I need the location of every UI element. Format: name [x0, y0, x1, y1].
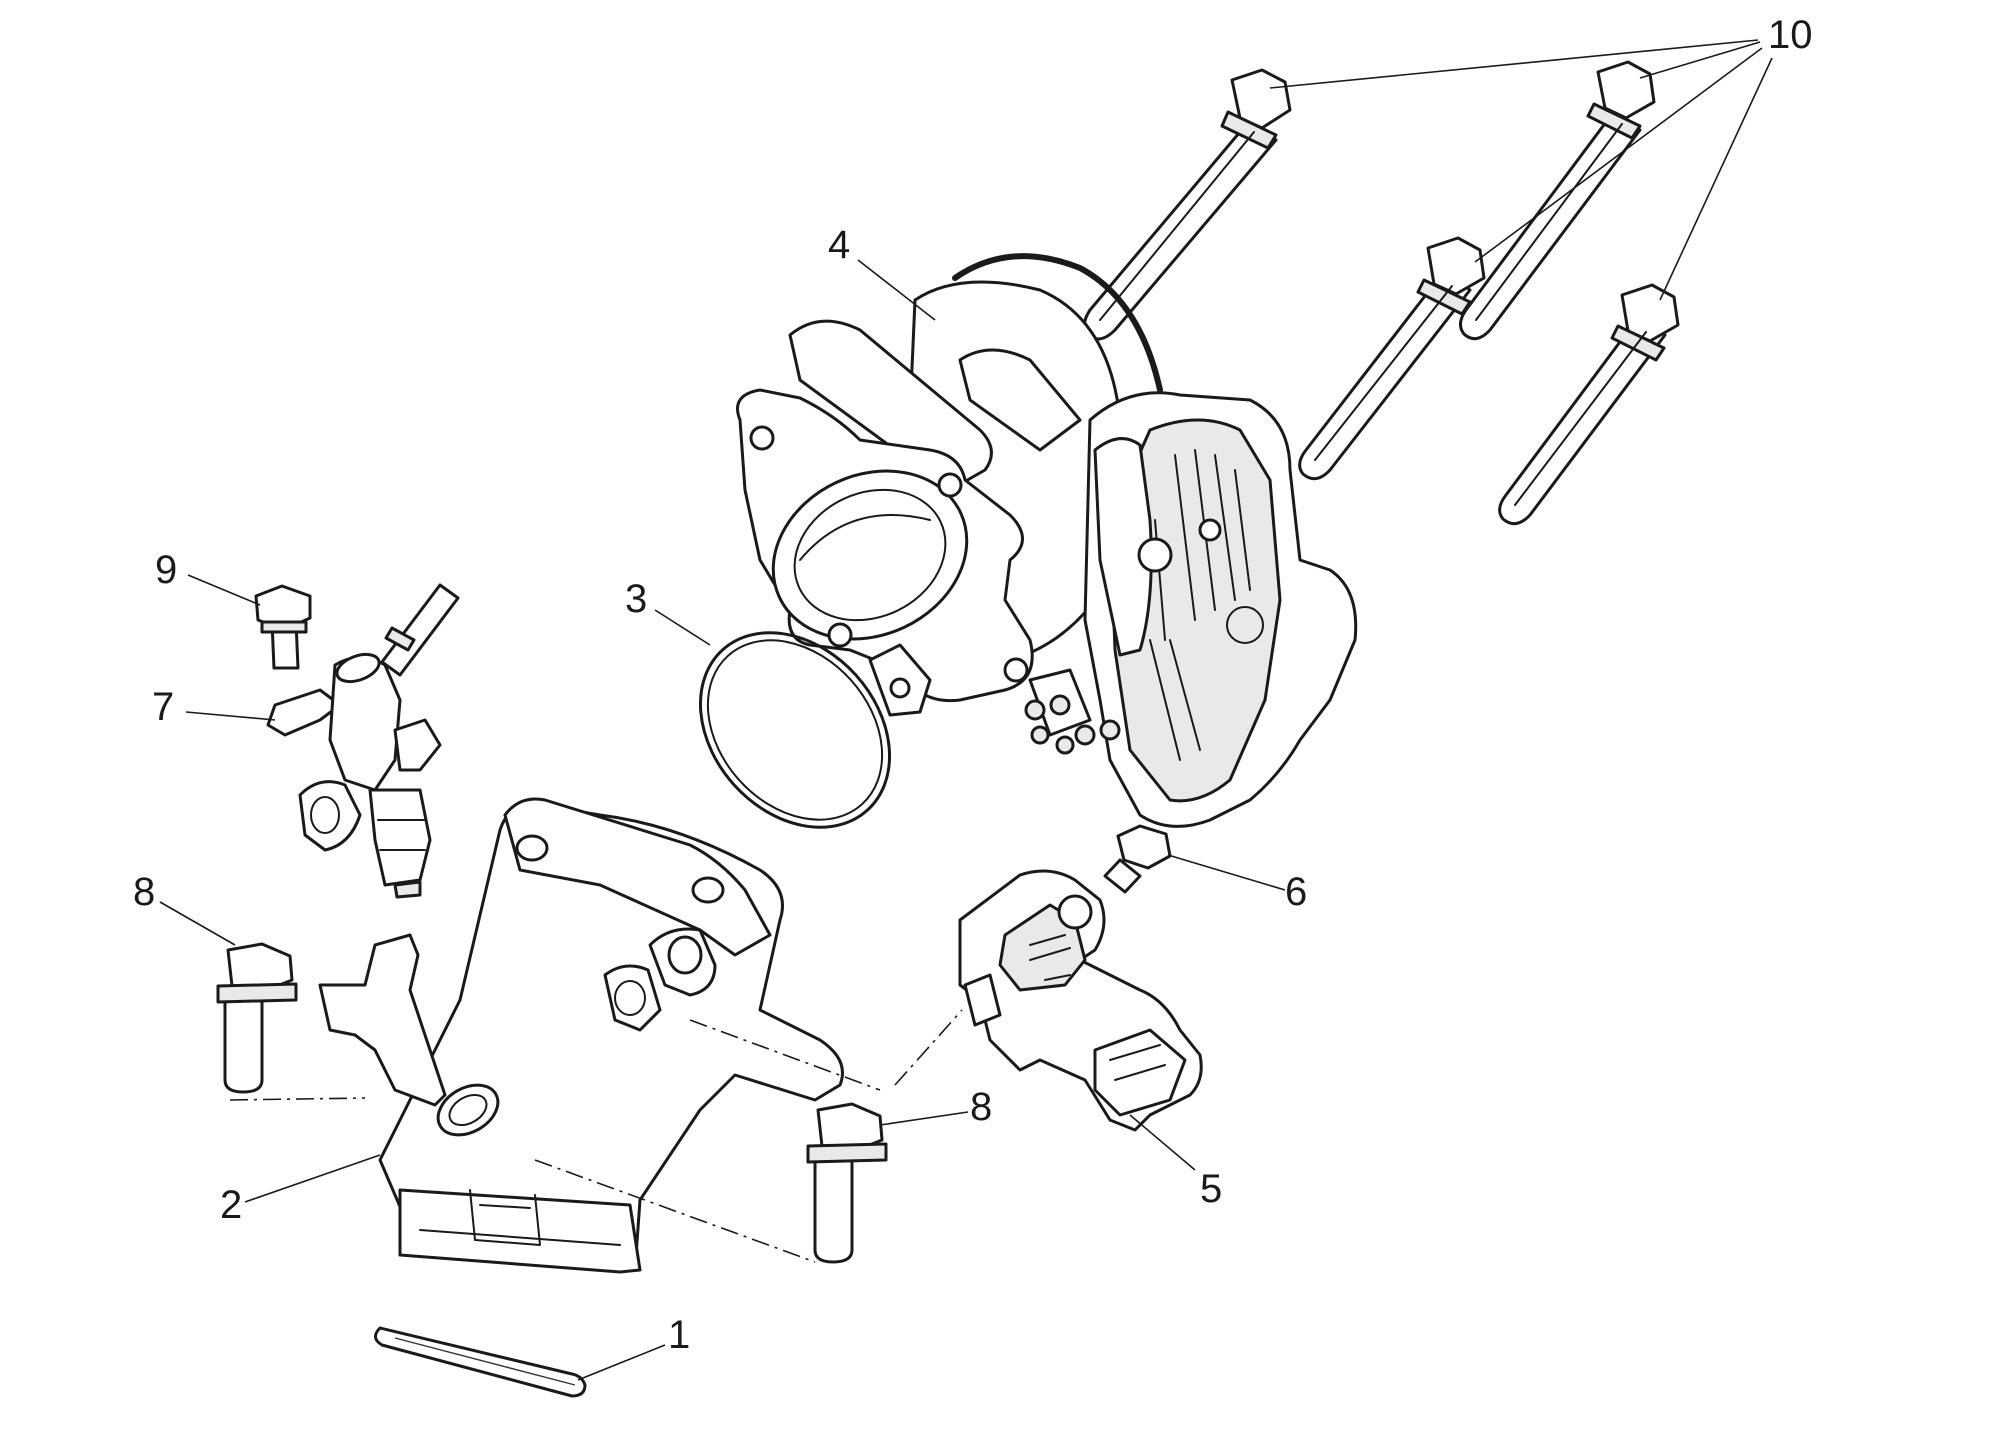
callout-8-right: 8	[970, 1085, 992, 1129]
bolt-10-d	[1498, 283, 1680, 526]
leader-lines	[159, 39, 1773, 1381]
bolt-8-right	[806, 1102, 888, 1264]
assembly-lines	[229, 1009, 963, 1263]
callout-2: 2	[220, 1183, 242, 1227]
bolt-8-left	[216, 942, 298, 1094]
throttle-body-4	[736, 253, 1358, 828]
dowel-pin-1	[374, 1326, 587, 1398]
intake-manifold-2	[318, 797, 844, 1274]
bolt-10-c	[1298, 236, 1486, 481]
map-sensor-5	[958, 869, 1203, 1132]
callout-10: 10	[1768, 13, 1813, 57]
callout-3: 3	[625, 577, 647, 621]
callout-5: 5	[1200, 1167, 1222, 1211]
bolt-10-a	[1083, 68, 1292, 341]
callout-4: 4	[828, 223, 850, 267]
callout-7: 7	[152, 685, 174, 729]
bolt-9	[254, 584, 312, 670]
o-ring-3	[698, 631, 892, 829]
bolt-10-b	[1459, 60, 1656, 341]
callout-labels: 10 4 3 9 7 8 6 8 5 2 1	[133, 13, 1813, 1357]
callout-6: 6	[1285, 870, 1307, 914]
fuel-injector-7	[266, 583, 460, 899]
callout-1: 1	[668, 1313, 690, 1357]
bolt-6	[1103, 824, 1172, 894]
callout-8-left: 8	[133, 870, 155, 914]
callout-9: 9	[155, 548, 177, 592]
